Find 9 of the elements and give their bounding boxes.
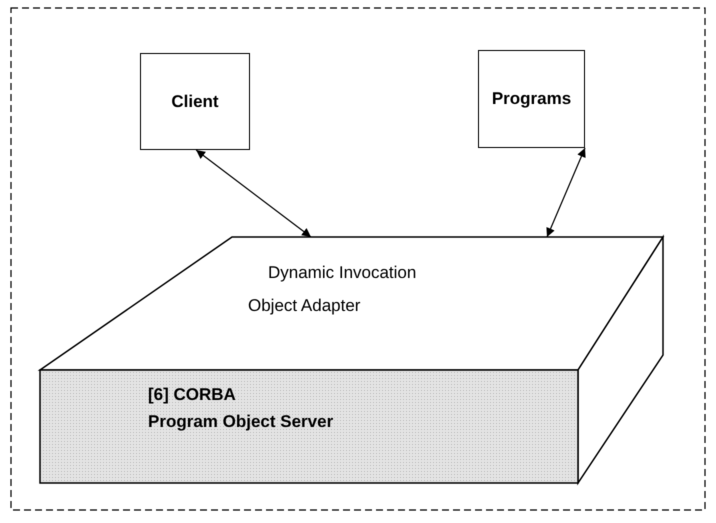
process-box: [478, 50, 585, 148]
double-arrow: [196, 150, 312, 238]
process-box: [140, 53, 250, 150]
box-label: Client: [171, 92, 219, 112]
slab-front-label: Program Object Server: [148, 412, 334, 432]
double-arrow: [546, 148, 586, 238]
slab-front-label: [6] CORBA: [148, 385, 236, 405]
slab-top-label: Dynamic Invocation Object Adapter: [248, 262, 418, 317]
box-label: Programs: [492, 89, 572, 109]
